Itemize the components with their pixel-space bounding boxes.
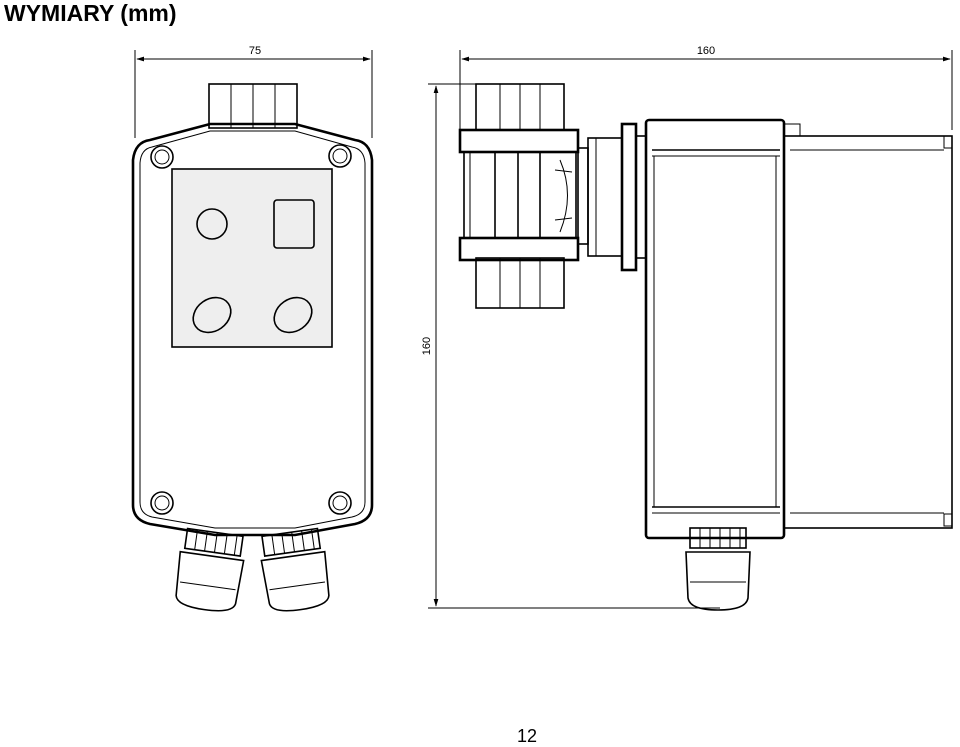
corner-screw-tr bbox=[328, 144, 352, 168]
panel-button-square bbox=[273, 199, 315, 249]
side-view: 160 160 bbox=[421, 45, 953, 611]
side-top-gland bbox=[475, 83, 565, 131]
page-heading: WYMIARY (mm) bbox=[4, 0, 177, 26]
side-width-label: 160 bbox=[697, 45, 715, 57]
side-height-dimension: 160 bbox=[421, 83, 720, 609]
side-height-label: 160 bbox=[421, 337, 433, 355]
panel-knob-right bbox=[273, 296, 313, 334]
corner-screw-br bbox=[328, 491, 352, 515]
indicator-led bbox=[196, 208, 228, 240]
coupling bbox=[577, 122, 647, 272]
valve-clamp bbox=[458, 128, 580, 262]
panel-knob-left bbox=[192, 296, 232, 334]
corner-screw-bl bbox=[150, 491, 174, 515]
bottom-gland-left bbox=[175, 527, 245, 612]
actuator-housing bbox=[644, 118, 953, 540]
front-width-label: 75 bbox=[249, 45, 261, 57]
corner-screw-tl bbox=[150, 145, 174, 169]
top-gland bbox=[208, 83, 298, 129]
page-number: 12 bbox=[517, 726, 538, 746]
front-width-dimension: 75 bbox=[134, 45, 373, 138]
side-width-dimension: 160 bbox=[459, 45, 953, 130]
side-lower-gland bbox=[475, 257, 565, 309]
front-view: 75 bbox=[131, 45, 374, 612]
bottom-gland-right bbox=[260, 527, 330, 612]
control-panel bbox=[171, 168, 333, 348]
front-housing bbox=[131, 122, 374, 537]
side-bottom-gland bbox=[685, 527, 751, 611]
